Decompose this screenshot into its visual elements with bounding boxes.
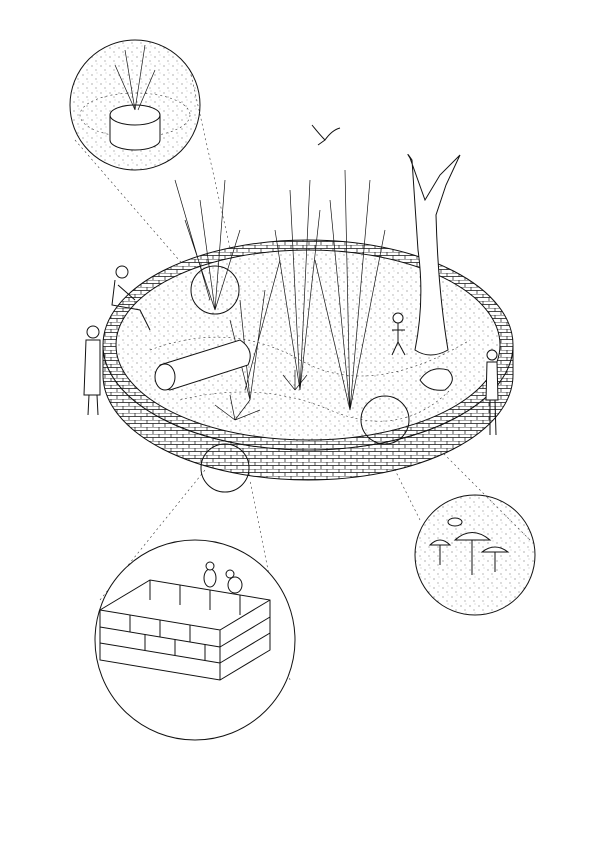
brick-wall-detail — [94, 539, 296, 741]
brick-rim — [102, 239, 514, 481]
rock — [419, 368, 453, 391]
bird-flying — [311, 124, 341, 146]
callout-planter — [190, 265, 240, 315]
bird-perched — [225, 569, 243, 594]
callout-wall — [200, 443, 250, 493]
person-standing-left — [83, 325, 101, 416]
child — [391, 312, 406, 356]
person-sitting — [111, 265, 151, 331]
log — [154, 339, 251, 391]
callout-ground — [360, 395, 410, 445]
person-standing-right — [485, 349, 499, 436]
ground-fungi-detail — [414, 494, 536, 616]
bird-perched — [203, 561, 217, 588]
people — [83, 265, 499, 436]
tree-trunk — [407, 154, 461, 356]
planter-detail — [69, 39, 201, 171]
